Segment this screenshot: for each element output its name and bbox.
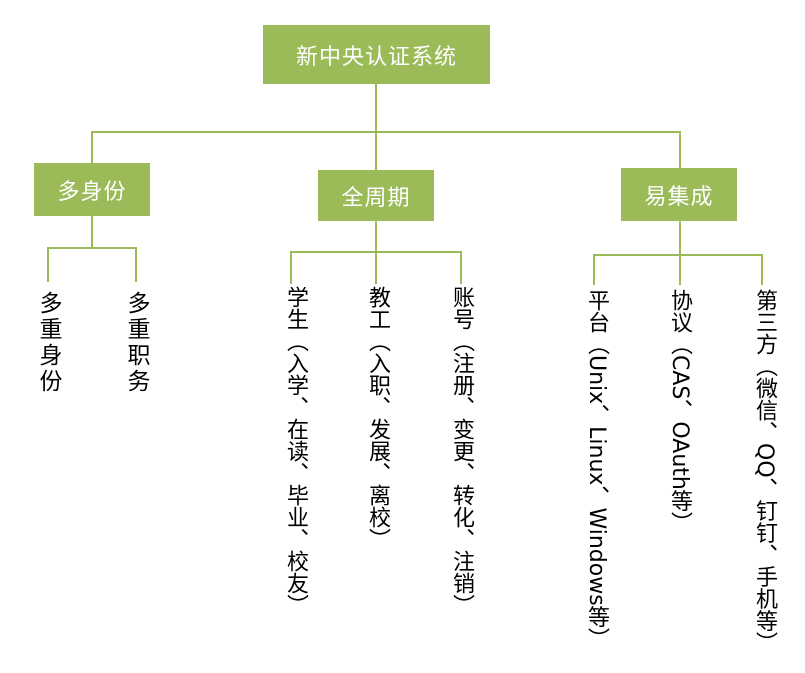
branch-node-3-label: 易集成 xyxy=(644,184,714,210)
leaf-1-2: 多重职务 xyxy=(123,291,149,395)
branch-node-3: 易集成 xyxy=(621,168,737,221)
leaf-1-1: 多重身份 xyxy=(35,291,61,395)
leaf-2-2: 教工（入职、发展、离校） xyxy=(365,286,390,550)
leaf-3-2: 协议（CAS、OAuth等） xyxy=(667,289,692,534)
leaf-3-1: 平台（Unix、Linux、Windows等） xyxy=(584,289,609,650)
leaf-2-1: 学生（入学、在读、毕业、校友） xyxy=(283,286,308,616)
branch-node-1: 多身份 xyxy=(34,163,150,216)
branch-node-1-label: 多身份 xyxy=(57,179,127,205)
branch-node-2-label: 全周期 xyxy=(341,185,411,211)
branch-node-2: 全周期 xyxy=(318,170,434,221)
root-node: 新中央认证系统 xyxy=(263,25,490,84)
leaf-2-3: 账号（注册、变更、转化、注销） xyxy=(449,286,474,616)
leaf-3-3: 第三方（微信、QQ、钉钉、手机等） xyxy=(752,289,777,654)
root-node-label: 新中央认证系统 xyxy=(295,44,457,70)
